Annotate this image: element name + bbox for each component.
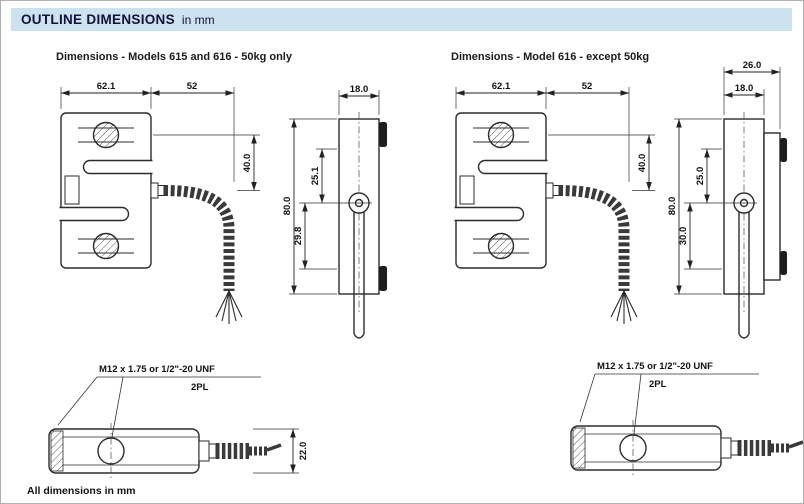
dim-right-thickness: 18.0 bbox=[724, 83, 765, 115]
dim-left-hole-to-cable: 40.0 bbox=[153, 134, 260, 191]
right-drawing-title: Dimensions - Model 616 - except 50kg bbox=[451, 51, 649, 63]
dim-right-pin-to-bottom: 30.0 bbox=[678, 203, 722, 270]
dim-label-right-body-width: 62.1 bbox=[492, 81, 511, 92]
dim-label-left-cable-extent: 52 bbox=[187, 81, 198, 92]
dim-label-right-pin-to-bottom: 30.0 bbox=[678, 227, 689, 246]
left-drawing-title: Dimensions - Models 615 and 616 - 50kg o… bbox=[56, 51, 293, 63]
dim-right-hole-to-cable: 40.0 bbox=[548, 134, 655, 191]
dim-label-left-top-to-pin: 25.1 bbox=[310, 166, 321, 185]
right-places-label: 2PL bbox=[649, 379, 667, 390]
dim-right-cable-extent: 52 bbox=[546, 81, 630, 182]
dim-label-right-hole-to-cable: 40.0 bbox=[637, 154, 648, 173]
section-title: OUTLINE DIMENSIONS bbox=[21, 12, 175, 27]
left-front-view bbox=[60, 113, 243, 324]
dim-label-right-overall-height: 80.0 bbox=[667, 197, 678, 216]
left-drawing-group: Dimensions - Models 615 and 616 - 50kg o… bbox=[56, 51, 388, 339]
dim-label-right-thickness: 18.0 bbox=[735, 83, 754, 94]
dim-left-clevis-height: 22.0 bbox=[253, 428, 309, 474]
right-drawing-group: Dimensions - Model 616 - except 50kg 62.… bbox=[451, 51, 788, 339]
dim-left-cable-extent: 52 bbox=[151, 81, 235, 182]
left-thread-spec-label: M12 x 1.75 or 1/2"-20 UNF bbox=[99, 364, 215, 375]
dim-right-overall-height: 80.0 bbox=[667, 118, 722, 295]
dim-left-body-width: 62.1 bbox=[60, 81, 152, 109]
section-subtitle: in mm bbox=[181, 12, 215, 27]
right-bottom-group: M12 x 1.75 or 1/2"-20 UNF 2PL bbox=[571, 361, 803, 476]
dim-label-left-hole-to-cable: 40.0 bbox=[242, 154, 253, 173]
dim-label-left-body-width: 62.1 bbox=[97, 81, 116, 92]
dim-label-right-overall-width: 26.0 bbox=[743, 60, 762, 71]
dim-right-overall-width: 26.0 bbox=[723, 60, 781, 129]
dim-label-right-top-to-pin: 25.0 bbox=[695, 167, 706, 186]
dim-right-body-width: 62.1 bbox=[455, 81, 547, 109]
dim-left-overall-height: 80.0 bbox=[282, 118, 337, 295]
dim-label-left-thickness: 18.0 bbox=[350, 84, 369, 95]
footer-note: All dimensions in mm bbox=[27, 485, 136, 497]
right-side-view bbox=[723, 111, 788, 339]
left-side-view bbox=[338, 111, 388, 339]
section-header: OUTLINE DIMENSIONS in mm bbox=[11, 8, 792, 31]
right-thread-spec-label: M12 x 1.75 or 1/2"-20 UNF bbox=[597, 361, 713, 372]
left-bottom-group: M12 x 1.75 or 1/2"-20 UNF 2PL 22.0 bbox=[49, 364, 309, 479]
right-front-view bbox=[455, 113, 638, 324]
right-clevis-view bbox=[571, 420, 803, 476]
dim-left-pin-to-bottom: 29.8 bbox=[293, 203, 337, 270]
dim-label-right-cable-extent: 52 bbox=[582, 81, 593, 92]
dim-left-thickness: 18.0 bbox=[338, 84, 380, 115]
dim-label-left-pin-to-bottom: 29.8 bbox=[293, 227, 304, 246]
dim-label-left-clevis-height: 22.0 bbox=[298, 442, 309, 461]
dim-label-left-overall-height: 80.0 bbox=[282, 197, 293, 216]
left-clevis-view bbox=[49, 423, 281, 479]
left-places-label: 2PL bbox=[191, 382, 209, 393]
